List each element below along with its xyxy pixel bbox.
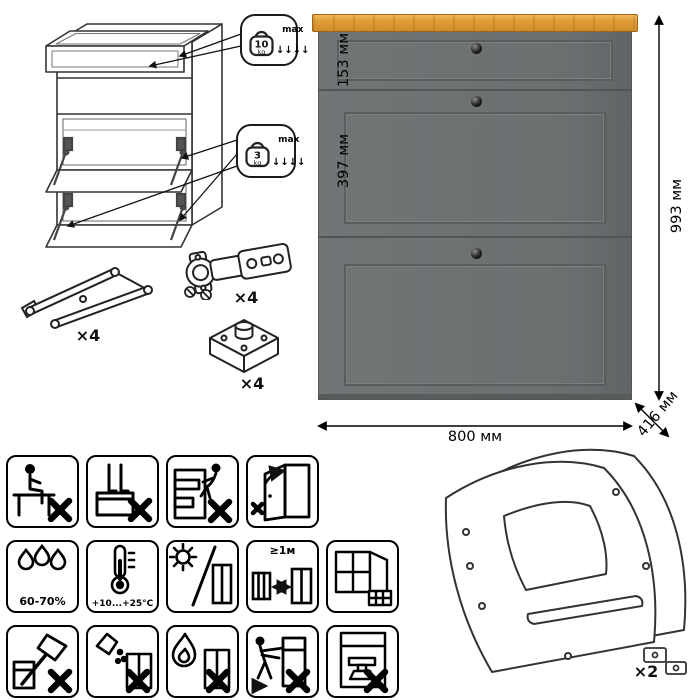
drawer-knob xyxy=(470,43,482,54)
drawer-height-label: 153 мм xyxy=(336,32,352,88)
flap-stay-hardware-drawing xyxy=(20,267,153,329)
down-arrows-icon: ↓↓↓↓ xyxy=(276,45,310,57)
callout-connectors xyxy=(66,33,242,228)
heat-distance-label: ≥1м xyxy=(269,544,296,557)
bracket-parts xyxy=(643,647,687,675)
ventilation-icon xyxy=(326,540,399,613)
temperature-icon: +10...+25°C xyxy=(86,540,159,613)
temperature-range-label: +10...+25°C xyxy=(91,599,154,609)
no-open-flame-icon xyxy=(166,625,239,698)
weight-icon: 10 kg xyxy=(248,30,274,56)
hinge-hardware-drawing xyxy=(184,242,292,300)
section-divider xyxy=(319,236,631,238)
drawer-front-panel xyxy=(337,40,613,81)
foot-count: ×4 xyxy=(239,374,265,393)
flap-load-unit: kg xyxy=(253,159,261,167)
no-climbing-icon xyxy=(166,455,239,528)
width-label: 800 мм xyxy=(447,429,503,445)
total-height-label: 993 мм xyxy=(669,178,685,234)
no-standing-icon xyxy=(86,455,159,528)
drawer-load-unit: kg xyxy=(257,48,265,56)
no-sitting-icon xyxy=(6,455,79,528)
max-label: max xyxy=(278,135,300,146)
drawer-load-value: 10 xyxy=(254,39,268,50)
no-overload-icon xyxy=(326,625,399,698)
flap-stay-count: ×4 xyxy=(75,326,101,345)
middle-flap-knob xyxy=(470,96,482,107)
down-arrows-icon: ↓↓↓↓ xyxy=(272,156,306,168)
drawer-max-load-badge: 10 kg max ↓↓↓↓ xyxy=(240,14,310,66)
max-label: max xyxy=(282,24,304,35)
cabinet-plinth xyxy=(319,394,631,399)
no-spill-icon xyxy=(86,625,159,698)
flap-max-load-badge: 3 kg max ↓↓↓↓ xyxy=(236,124,306,178)
flap-load-value: 3 xyxy=(254,150,261,161)
heat-distance-icon: ≥1м xyxy=(246,540,319,613)
middle-height-label: 397 мм xyxy=(336,133,352,189)
humidity-icon: 60-70% xyxy=(6,540,79,613)
no-sharp-tools-icon xyxy=(6,625,79,698)
cabinet-wood-top xyxy=(312,14,638,32)
door-caution-icon xyxy=(246,455,319,528)
flap-mechanisms xyxy=(52,136,187,241)
bottom-flap-panel xyxy=(344,264,606,386)
no-sunlight-icon xyxy=(166,540,239,613)
cabinet-body xyxy=(318,32,632,400)
cabinet-wireframe-drawing xyxy=(45,23,223,248)
section-divider xyxy=(319,89,631,91)
depth-arrow xyxy=(634,402,670,438)
side-panels-drawing xyxy=(444,448,687,675)
humidity-range-label: 60-70% xyxy=(19,595,66,608)
middle-flap-panel xyxy=(344,112,606,224)
bottom-flap-knob xyxy=(470,248,482,259)
hinge-count: ×4 xyxy=(233,288,259,307)
side-panel-count: ×2 xyxy=(633,662,659,681)
weight-icon: 3 kg xyxy=(244,141,270,167)
no-dragging-icon xyxy=(246,625,319,698)
foot-hardware-drawing xyxy=(209,319,279,373)
